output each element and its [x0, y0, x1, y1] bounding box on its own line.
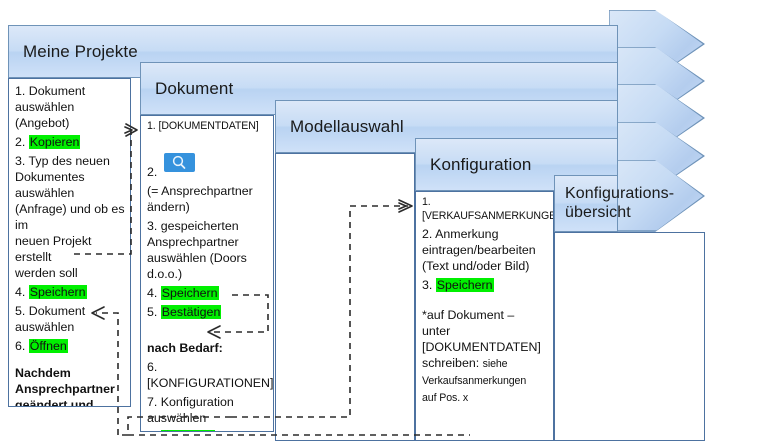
panel-line: 3. Typ des neuen Dokumentes auswählen (A… [15, 154, 125, 280]
line-number: 2. [147, 164, 161, 179]
panel-meine-projekte: 1. Dokument auswählen (Angebot) 2. Kopie… [8, 78, 131, 407]
panel-footnote-sub: siehe Verkaufsanmerkungen auf Pos. x [422, 358, 527, 404]
panel-line: 4. Speichern [147, 285, 268, 301]
panel-line: 1. [DOKUMENTDATEN] [147, 120, 259, 132]
banner-label-dokument: Dokument [155, 78, 234, 98]
panel-line: (= Ansprechpartner ändern) [147, 183, 253, 214]
panel-modellauswahl [275, 153, 415, 441]
panel-line: 2. Anmerkung eintragen/bearbeiten (Text … [422, 227, 536, 274]
search-icon[interactable] [163, 152, 195, 172]
panel-footnote-main: *auf Dokument – unter [DOKUMENTDATEN] sc… [422, 308, 541, 371]
highlight-uebersicht[interactable]: Übersicht [160, 429, 216, 431]
line-number: 4. [15, 285, 29, 299]
highlight-kopieren[interactable]: Kopieren [28, 135, 81, 149]
panel-footnote: *auf Dokument – unter [DOKUMENTDATEN] sc… [422, 307, 548, 405]
banner-label-meine-projekte: Meine Projekte [23, 41, 138, 61]
highlight-speichern[interactable]: Speichern [435, 278, 494, 293]
panel-subheading: nach Bedarf: [147, 340, 223, 355]
panel-line: 6. Öffnen [15, 338, 125, 354]
highlight-bestaetigen[interactable]: Bestätigen [160, 304, 222, 319]
panel-line-search: 2. [147, 137, 268, 180]
panel-line: 3. gespeicherten Ansprechpartner auswähl… [147, 218, 247, 281]
banner-konfigurationsuebersicht[interactable]: Konfigurations- übersicht [554, 175, 674, 232]
panel-line: 7. Konfiguration auswählen [147, 394, 234, 425]
panel-line: 1. Dokument auswählen (Angebot) [15, 84, 86, 130]
line-number: 6. [15, 339, 29, 353]
line-number: 2. [15, 135, 29, 149]
line-number: 3. [422, 278, 436, 293]
panel-line: 3. Speichern [422, 277, 548, 293]
panel-line: 5. Bestätigen [147, 304, 268, 320]
panel-konfigurationsuebersicht [554, 232, 705, 441]
highlight-oeffnen[interactable]: Öffnen [28, 339, 68, 353]
line-number: 4. [147, 285, 161, 300]
banner-label-modellauswahl: Modellauswahl [290, 116, 404, 136]
panel-dokument: 1. [DOKUMENTDATEN] 2. (= Ansprechpartner… [140, 115, 274, 432]
panel-line: 4. Speichern [15, 284, 125, 300]
banner-label-konfiguration: Konfiguration [430, 154, 532, 174]
line-number: 5. [147, 304, 161, 319]
panel-line: 5. Dokument auswählen [15, 304, 86, 334]
panel-konfiguration: 1. [VERKAUFSANMERKUNGEN] 2. Anmerkung ei… [415, 191, 554, 441]
panel-line: 1. [VERKAUFSANMERKUNGEN] [422, 196, 554, 222]
panel-line: 8. Übersicht [147, 429, 268, 431]
banner-label-konfigurationsuebersicht: Konfigurations- übersicht [565, 184, 675, 221]
highlight-speichern[interactable]: Speichern [160, 285, 219, 300]
line-number: 8. [147, 430, 161, 431]
panel-line: 2. Kopieren [15, 134, 125, 150]
highlight-speichern[interactable]: Speichern [28, 285, 87, 299]
panel-note-heading: Nachdem Ansprechpartner geändert und Kon… [15, 366, 115, 407]
panel-line: 6. [KONFIGURATIONEN] [147, 359, 274, 390]
